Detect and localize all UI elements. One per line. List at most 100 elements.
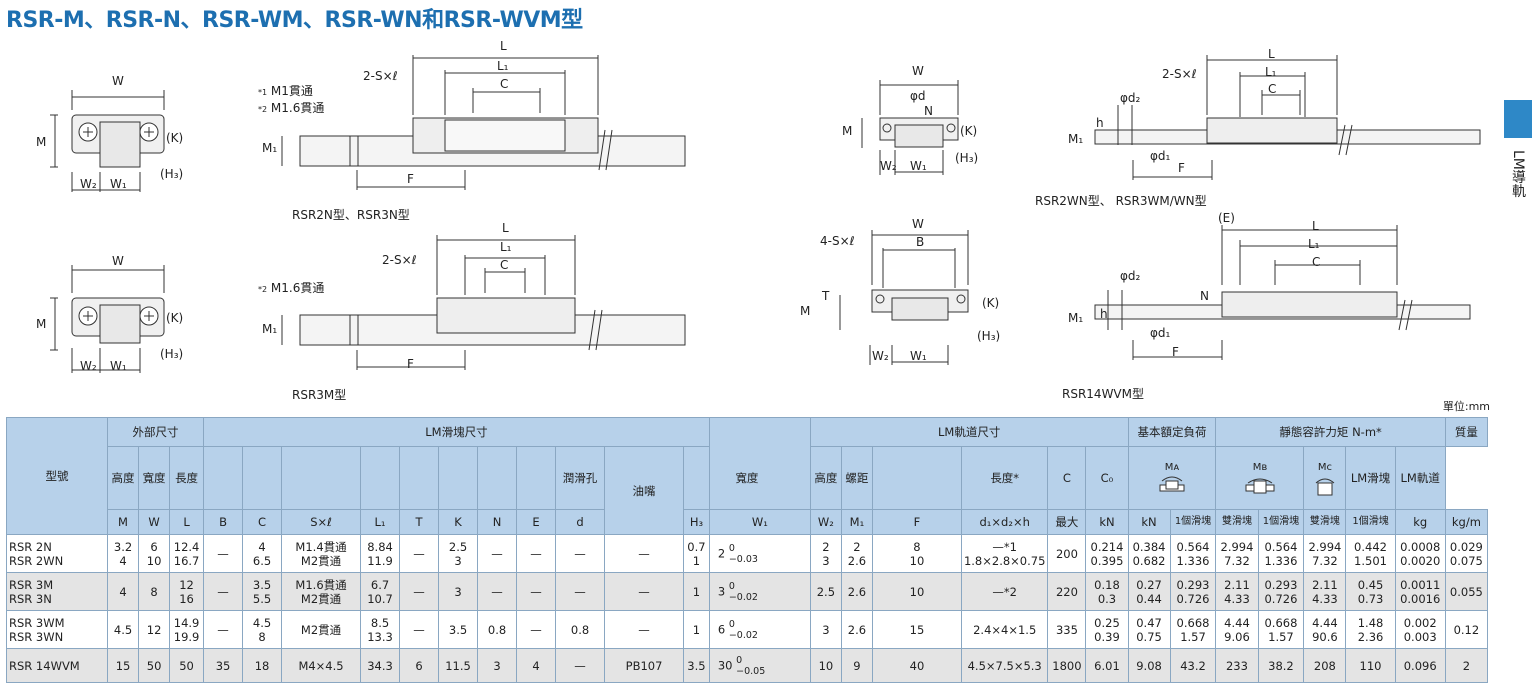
svg-text:(E): (E) bbox=[1218, 211, 1235, 225]
table-cell-H3: 3.5 bbox=[683, 648, 710, 683]
svg-text:φd₂: φd₂ bbox=[1120, 269, 1141, 283]
table-cell-W2: 10 bbox=[809, 648, 842, 683]
table-cell-W1: 30 0−0.05 bbox=[708, 648, 811, 683]
table-cell-W1: 2 0−0.03 bbox=[708, 534, 811, 573]
svg-text:φd₁: φd₁ bbox=[1150, 149, 1171, 163]
drawing-rsr2wn-side-view bbox=[1094, 55, 1481, 180]
svg-text:2-S×ℓ: 2-S×ℓ bbox=[363, 69, 398, 83]
svg-text:L₁: L₁ bbox=[497, 59, 509, 73]
svg-text:L: L bbox=[1268, 47, 1275, 61]
table-cell-M: 15 bbox=[106, 648, 140, 683]
table-cell-T: — bbox=[399, 610, 440, 649]
moment-ma-icon bbox=[1159, 476, 1185, 492]
table-cell-T: — bbox=[399, 572, 440, 611]
table-cell-T: — bbox=[399, 534, 440, 573]
svg-text:F: F bbox=[407, 357, 414, 371]
drawing-rsr2n-side-view bbox=[281, 55, 686, 190]
table-cell-W: 50 bbox=[138, 648, 171, 683]
caption-rsr2n: RSR2N型、RSR3N型 bbox=[292, 208, 410, 222]
table-cell-N: 0.8 bbox=[477, 610, 518, 649]
svg-text:F: F bbox=[1172, 345, 1179, 359]
table-cell-B: — bbox=[203, 572, 244, 611]
svg-text:W₂: W₂ bbox=[80, 359, 97, 373]
svg-text:2-S×ℓ: 2-S×ℓ bbox=[1162, 67, 1197, 81]
table-cell-L1: 34.3 bbox=[360, 648, 401, 683]
svg-text:φd: φd bbox=[910, 89, 926, 103]
drawing-rsr14wvm-cross-section bbox=[839, 230, 969, 365]
table-cell-MA2: 233 bbox=[1215, 648, 1259, 683]
svg-text:W: W bbox=[912, 64, 924, 78]
table-cell-mblock: 0.096 bbox=[1394, 648, 1446, 683]
svg-text:M: M bbox=[36, 317, 46, 331]
technical-drawings: W M W₂ W₁ (K) (H₃) W M W₂ W₁ (K) (H₃) L … bbox=[36, 39, 1481, 373]
svg-text:φd₂: φd₂ bbox=[1120, 91, 1141, 105]
table-cell-M1: 2.6 bbox=[840, 572, 873, 611]
svg-text:C: C bbox=[500, 258, 508, 272]
svg-text:W₂: W₂ bbox=[872, 349, 889, 363]
table-cell-N: 3 bbox=[477, 648, 518, 683]
moment-mb-header: Mʙ bbox=[1215, 446, 1305, 510]
svg-text:F: F bbox=[1178, 161, 1185, 175]
table-cell-M: 4.5 bbox=[106, 610, 140, 649]
caption-rsr14wvm: RSR14WVM型 bbox=[1062, 387, 1144, 401]
table-cell-d: — bbox=[555, 572, 606, 611]
table-cell-MB2: 208 bbox=[1303, 648, 1347, 683]
table-cell-grease: — bbox=[604, 572, 685, 611]
svg-text:(K): (K) bbox=[166, 311, 183, 325]
svg-text:4-S×ℓ: 4-S×ℓ bbox=[820, 234, 855, 248]
table-cell-C0: 9.08 bbox=[1127, 648, 1171, 683]
svg-text:M: M bbox=[36, 135, 46, 149]
svg-text:(H₃): (H₃) bbox=[955, 151, 978, 165]
svg-text:M₁: M₁ bbox=[262, 322, 277, 336]
svg-text:C: C bbox=[500, 77, 508, 91]
table-cell-T: 6 bbox=[399, 648, 440, 683]
svg-text:M₁: M₁ bbox=[1068, 311, 1083, 325]
table-cell-Lmax: 200 bbox=[1047, 534, 1087, 573]
table-cell-MB1: 38.2 bbox=[1257, 648, 1305, 683]
drawing-rsr14wvm-side-view bbox=[1094, 225, 1471, 360]
table-cell-N: — bbox=[477, 572, 518, 611]
table-cell-S: M4×4.5 bbox=[281, 648, 362, 683]
table-cell-MC1: 110 bbox=[1345, 648, 1396, 683]
svg-text:*2 M1.6貫通: *2 M1.6貫通 bbox=[258, 281, 324, 295]
table-cell-Lmax: 335 bbox=[1047, 610, 1087, 649]
svg-text:L: L bbox=[500, 39, 507, 53]
table-cell-grease: — bbox=[604, 610, 685, 649]
table-cell-E: — bbox=[516, 534, 557, 573]
caption-rsr2wn: RSR2WN型、 RSR3WM/WN型 bbox=[1035, 194, 1207, 208]
group-load: 基本額定負荷 bbox=[1127, 417, 1217, 447]
drawing-rsr3m-cross-section bbox=[50, 265, 165, 373]
svg-text:W₂: W₂ bbox=[880, 159, 897, 173]
table-cell-H3: 1 bbox=[683, 572, 710, 611]
svg-text:(K): (K) bbox=[166, 131, 183, 145]
table-cell-W1: 6 0−0.02 bbox=[708, 610, 811, 649]
table-cell-d: 0.8 bbox=[555, 610, 606, 649]
svg-text:L: L bbox=[502, 221, 509, 235]
table-cell-B: — bbox=[203, 610, 244, 649]
table-cell-M1: 2.6 bbox=[840, 610, 873, 649]
